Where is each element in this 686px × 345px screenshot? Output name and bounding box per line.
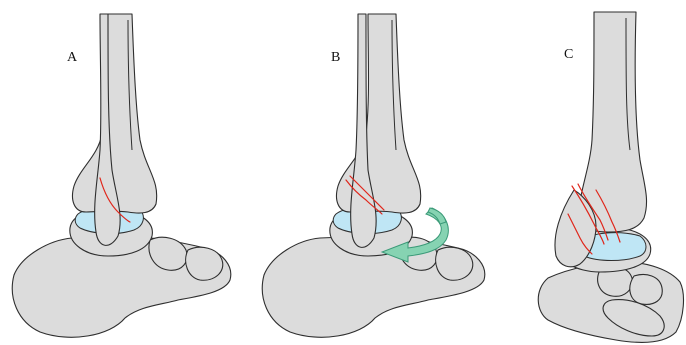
panel-b-cuboid [436,247,473,280]
panel-c-ankle [538,12,683,342]
panel-a-ankle [12,14,230,337]
panel-a-cuboid [186,247,223,280]
panel-c-tibia [579,12,646,232]
panel-c-tarsal-2 [630,275,662,305]
panel-b-ankle [262,14,484,337]
